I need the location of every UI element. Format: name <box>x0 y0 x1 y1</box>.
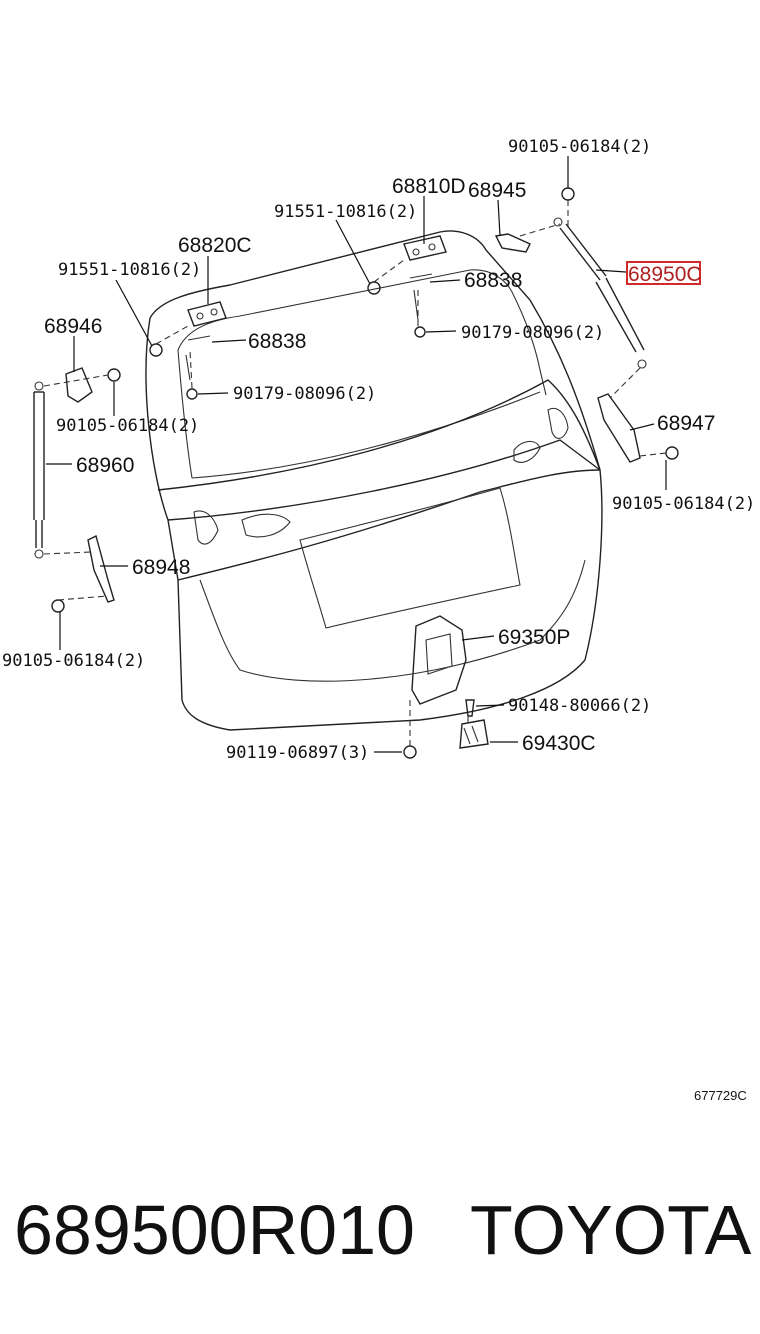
label-bracket-left: 68946 <box>44 315 102 338</box>
part-labels: 90105-06184(2) 68810D 68945 91551-10816(… <box>2 137 755 763</box>
label-bracket-right: 68947 <box>657 412 715 435</box>
label-bolt-lower-left: 90105-06184(2) <box>2 651 145 671</box>
label-bolt-top: 90105-06184(2) <box>508 137 651 157</box>
label-strut-left: 68960 <box>76 454 134 477</box>
right-gas-strut <box>553 217 647 369</box>
footer-caption: 689500R010 TOYOTA <box>14 1190 754 1280</box>
label-nut-left: 90179-08096(2) <box>233 384 376 404</box>
label-lock: 69350P <box>498 626 570 649</box>
left-gas-strut <box>33 381 45 559</box>
leader-lines <box>46 156 667 753</box>
brand-name: TOYOTA <box>470 1191 752 1269</box>
assembly-lines <box>43 200 667 746</box>
highlight-box <box>626 261 701 285</box>
label-bolt-bottom: 90119-06897(3) <box>226 743 369 763</box>
label-screw-left: 91551-10816(2) <box>58 260 201 280</box>
label-hinge-left: 68820C <box>178 234 252 257</box>
label-nut-right: 90179-08096(2) <box>461 323 604 343</box>
back-door-panel <box>145 230 603 731</box>
label-bracket-lower-left: 68948 <box>132 556 190 579</box>
label-shim-right: 68838 <box>464 269 522 292</box>
label-striker: 69430C <box>522 732 596 755</box>
label-screw-striker: 90148-80066(2) <box>508 696 651 716</box>
label-shim-left: 68838 <box>248 330 306 353</box>
hinge-right <box>403 235 447 321</box>
part-number: 689500R010 <box>14 1191 415 1269</box>
label-hinge-right: 68810D <box>392 175 466 198</box>
label-bolt-left-upper: 90105-06184(2) <box>56 416 199 436</box>
label-highlight-part: 68950C <box>628 263 702 286</box>
hinge-left <box>185 301 227 381</box>
label-bolt-right: 90105-06184(2) <box>612 494 755 514</box>
label-screw-right: 91551-10816(2) <box>274 202 417 222</box>
diagram-reference-code: 677729C <box>694 1088 747 1103</box>
lock-assembly <box>411 615 489 749</box>
brackets <box>65 233 641 603</box>
label-bracket-top: 68945 <box>468 179 526 202</box>
